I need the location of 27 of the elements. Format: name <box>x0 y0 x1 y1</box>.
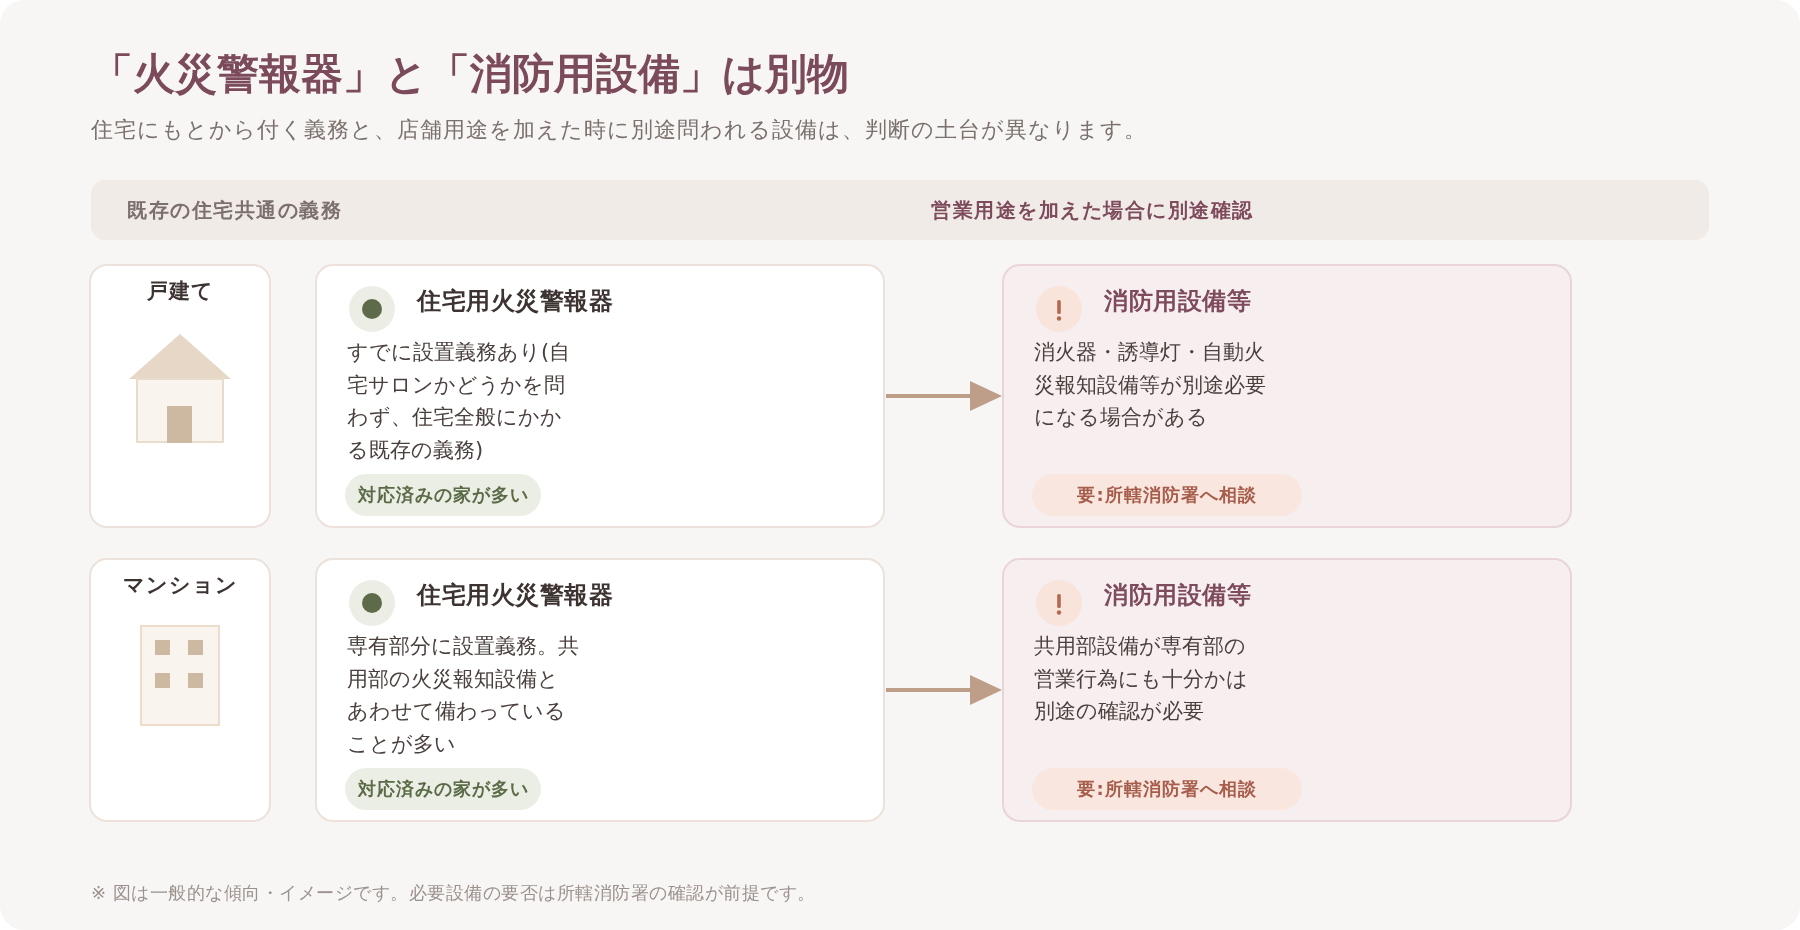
column-heading: 既存の住宅共通の義務 <box>127 197 342 224</box>
duty-card <box>315 558 885 822</box>
arrow <box>886 675 1002 705</box>
column-heading: 営業用途を加えた場合に別途確認 <box>931 197 1254 224</box>
arrow <box>886 381 1002 411</box>
advice-tag: 要:所轄消防署へ相談 <box>1032 768 1302 810</box>
notice-card <box>1002 264 1572 528</box>
card-heading: 消防用設備等 <box>1104 580 1251 610</box>
card-description: 共用部設備が専有部の営業行為にも十分かは別途の確認が必要 <box>1034 633 1249 726</box>
category-card <box>89 264 271 528</box>
footnote: ※ 図は一般的な傾向・イメージです。必要設備の要否は所轄消防署の確認が前提です。 <box>91 881 816 905</box>
card-description: すでに設置義務あり(自宅サロンかどうかを問わず、住宅全般にかかる既存の義務) <box>347 339 572 464</box>
category-label: 戸建て <box>146 278 214 305</box>
subtitle: 住宅にもとから付く義務と、店舗用途を加えた時に別途問われる設備は、判断の土台が異なります。 <box>91 116 1147 144</box>
card-heading: 住宅用火災警報器 <box>417 286 613 316</box>
status-tag: 対応済みの家が多い <box>345 768 541 810</box>
duty-card <box>315 264 885 528</box>
card-heading: 住宅用火災警報器 <box>417 580 613 610</box>
notice-card <box>1002 558 1572 822</box>
card-description: 専有部分に設置義務。共用部の火災報知設備とあわせて備わっていることが多い <box>347 633 579 758</box>
category-label: マンション <box>122 572 238 599</box>
advice-tag: 要:所轄消防署へ相談 <box>1032 474 1302 516</box>
status-tag: 対応済みの家が多い <box>345 474 541 516</box>
card-heading: 消防用設備等 <box>1104 286 1251 316</box>
category-card <box>89 558 271 822</box>
card-description: 消火器・誘導灯・自動火災報知設備等が別途必要になる場合がある <box>1034 339 1266 432</box>
page-title: 「火災警報器」と「消防用設備」は別物 <box>91 48 849 100</box>
